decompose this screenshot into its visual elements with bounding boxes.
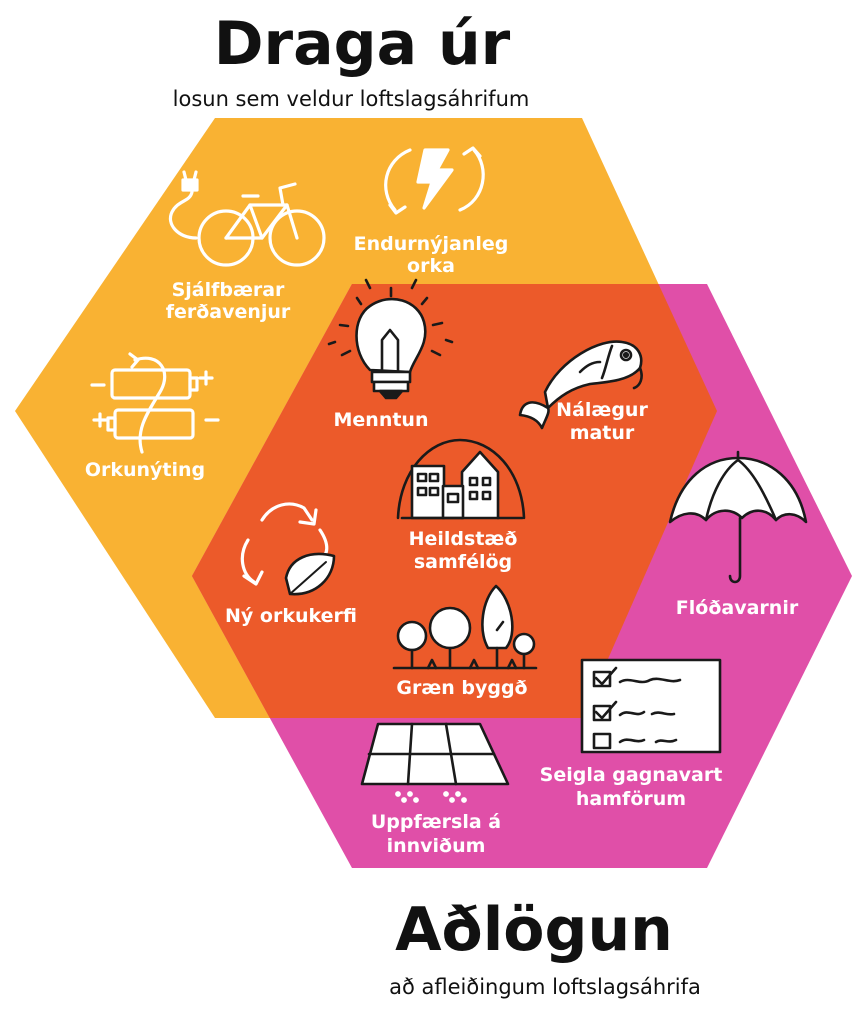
label-sustainable-travel-2: ferðavenjur [166,301,291,323]
label-local-food-1: Nálægur [556,399,648,421]
overlap-region [192,284,717,718]
header-subtitle: losun sem veldur loftslagsáhrifum [173,87,530,111]
label-renewable-energy-2: orka [407,255,455,277]
label-education: Menntun [334,409,429,431]
recycle-leaf-icon [240,502,336,596]
label-energy-efficiency: Orkunýting [85,459,205,481]
label-sustainable-travel-1: Sjálfbærar [172,279,285,301]
buildings-icon [396,438,526,520]
bicycle-icon [168,170,326,267]
trees-icon [392,584,538,670]
fish-icon [518,340,643,430]
label-integrated-communities-1: Heildstæð [409,528,518,550]
header-title: Draga úr [214,9,511,79]
label-new-energy-systems: Ný orkukerfi [225,605,357,627]
lightbulb-icon [327,278,454,400]
lightning-cycle-icon [384,146,485,215]
label-disaster-resilience-1: Seigla gagnavart [540,764,723,786]
checklist-icon [580,658,722,754]
label-integrated-communities-2: samfélög [414,551,512,573]
footer-subtitle: að afleiðingum loftslagsáhrifa [389,975,701,999]
label-local-food-2: matur [570,422,635,444]
label-renewable-energy-1: Endurnýjanleg [354,233,509,255]
umbrella-icon [668,450,808,584]
label-infrastructure-upgrade-1: Uppfærsla á [371,811,501,833]
pavement-icon [360,722,510,803]
label-disaster-resilience-2: hamförum [576,788,686,810]
footer-title: Aðlögun [395,895,673,965]
label-infrastructure-upgrade-2: innviðum [387,835,486,857]
label-flood-protection: Flóðavarnir [676,597,799,619]
label-green-buildings: Græn byggð [396,677,527,699]
battery-icon [90,352,220,454]
